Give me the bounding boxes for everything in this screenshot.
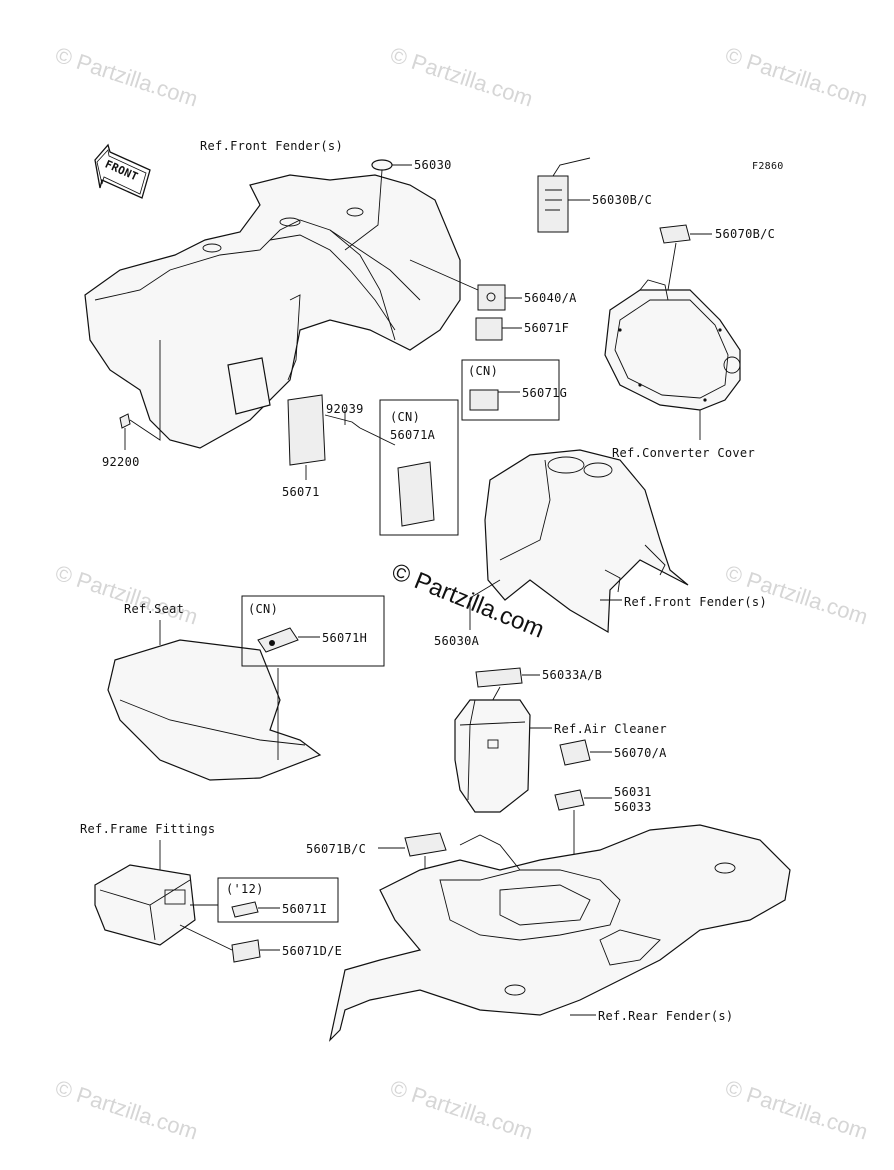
part-92039[interactable]: 92039 — [326, 402, 364, 416]
front-direction-arrow — [94, 143, 151, 199]
ref-converter-cover[interactable]: Ref.Converter Cover — [612, 446, 755, 460]
clip-92200 — [119, 413, 131, 429]
part-56033ab[interactable]: 56033A/B — [542, 668, 603, 682]
cn-label-1: (CN) — [468, 364, 499, 378]
tag-56030bc — [537, 157, 591, 233]
part-56071f[interactable]: 56071F — [524, 321, 570, 335]
cn-box-56071g — [461, 359, 560, 421]
year-box-56071i — [217, 877, 339, 923]
part-56071h[interactable]: 56071H — [322, 631, 368, 645]
year-label: ('12) — [226, 882, 264, 896]
front-fender-upper — [84, 174, 461, 449]
part-56071bc[interactable]: 56071B/C — [306, 842, 367, 856]
decal-56071de — [231, 939, 261, 963]
cn-label-3: (CN) — [248, 602, 279, 616]
part-56030[interactable]: 56030 — [414, 158, 452, 172]
decal-56031 — [554, 789, 585, 811]
ref-front-fender-middle[interactable]: Ref.Front Fender(s) — [624, 595, 767, 609]
decal-56040a — [477, 284, 506, 311]
cap-56030 — [371, 159, 393, 171]
part-56033[interactable]: 56033 — [614, 800, 652, 814]
ref-rear-fender[interactable]: Ref.Rear Fender(s) — [598, 1009, 734, 1023]
part-56071a[interactable]: 56071A — [390, 428, 436, 442]
ref-front-fender-top[interactable]: Ref.Front Fender(s) — [200, 139, 343, 153]
cn-label-2: (CN) — [390, 410, 421, 424]
part-56030bc[interactable]: 56030B/C — [592, 193, 653, 207]
figure-code: F2860 — [752, 161, 784, 172]
decal-56071f — [475, 317, 503, 341]
part-56030a[interactable]: 56030A — [434, 634, 480, 648]
decal-56071 — [287, 394, 326, 466]
part-56071de[interactable]: 56071D/E — [282, 944, 343, 958]
part-56071i[interactable]: 56071I — [282, 902, 328, 916]
part-56070a[interactable]: 56070/A — [614, 746, 667, 760]
screw-92039 — [324, 414, 361, 429]
seat — [107, 639, 322, 781]
part-56040a[interactable]: 56040/A — [524, 291, 577, 305]
part-56071g[interactable]: 56071G — [522, 386, 568, 400]
decal-56071bc — [404, 832, 447, 857]
ref-frame-fittings[interactable]: Ref.Frame Fittings — [80, 822, 216, 836]
converter-cover — [604, 279, 741, 411]
cn-box-56071h — [241, 595, 385, 667]
decal-56070a — [559, 739, 591, 766]
decal-56033ab — [475, 667, 523, 688]
frame-fittings — [94, 864, 196, 946]
front-fender-middle — [484, 449, 689, 634]
part-56071[interactable]: 56071 — [282, 485, 320, 499]
cn-box-56071a — [379, 399, 459, 536]
ref-air-cleaner[interactable]: Ref.Air Cleaner — [554, 722, 667, 736]
part-56070bc[interactable]: 56070B/C — [715, 227, 776, 241]
part-92200[interactable]: 92200 — [102, 455, 140, 469]
air-cleaner — [454, 699, 531, 813]
decal-56070bc — [659, 224, 691, 244]
ref-seat[interactable]: Ref.Seat — [124, 602, 185, 616]
rear-fender — [328, 824, 791, 1042]
part-56031[interactable]: 56031 — [614, 785, 652, 799]
